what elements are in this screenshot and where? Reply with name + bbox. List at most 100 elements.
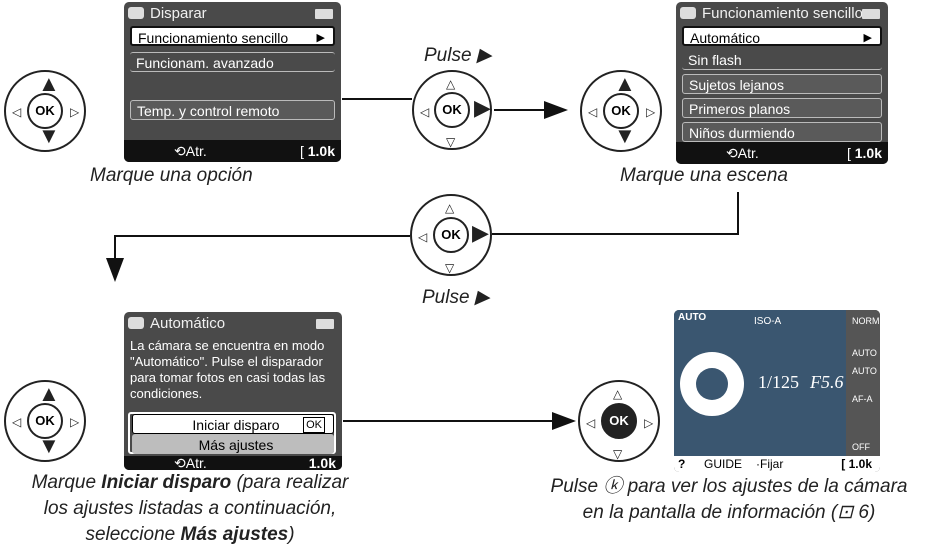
multi-selector-3: ▲ ▼ ◁ ▷ OK xyxy=(580,70,662,152)
down-arrow-icon: ▼ xyxy=(38,433,60,458)
arrow-line xyxy=(343,420,555,422)
mas-ajustes-button[interactable]: Más ajustes xyxy=(132,434,334,454)
left-arrow-icon: ◁ xyxy=(12,415,22,429)
down-arrow-icon: ▽ xyxy=(445,261,455,275)
arrow-head-icon xyxy=(106,258,124,282)
caption-marque-opcion: Marque una opción xyxy=(90,165,253,186)
multi-selector-4: △ ▽ ◁ ▶ OK xyxy=(410,194,492,276)
multi-selector-5: ▲ ▼ ◁ ▷ OK xyxy=(4,380,86,462)
ok-button: OK xyxy=(603,93,639,129)
ok-button: OK xyxy=(433,217,469,253)
right-arrow-icon: ▷ xyxy=(70,105,80,119)
down-arrow-icon: ▼ xyxy=(38,123,60,148)
iso-indicator: ISO-A xyxy=(754,316,782,327)
caption-marque-escena: Marque una escena xyxy=(620,165,788,186)
down-arrow-icon: ▽ xyxy=(613,447,623,461)
left-arrow-icon: ◁ xyxy=(588,105,598,119)
left-arrow-icon: ◁ xyxy=(586,416,596,430)
adl-value: OFF xyxy=(852,442,870,452)
connector-line xyxy=(492,233,739,235)
menu-item-funcionam-avanzado[interactable]: Funcionam. avanzado xyxy=(130,52,335,72)
screen-footer: ⟲Atr. [ 1.0k xyxy=(676,142,888,164)
menu-item-sin-flash[interactable]: Sin flash xyxy=(682,50,882,70)
up-arrow-icon: △ xyxy=(613,387,623,401)
help-icon: ? xyxy=(678,457,686,471)
up-arrow-icon: △ xyxy=(445,201,455,215)
screen-footer: ⟲Atr. [ 1.0k xyxy=(124,140,341,162)
shot-count: [ 1.0k xyxy=(299,143,335,159)
up-arrow-icon: ▲ xyxy=(614,71,636,96)
menu-item-sujetos-lejanos[interactable]: Sujetos lejanos xyxy=(682,74,882,94)
right-arrow-icon: ▶ xyxy=(474,95,491,120)
back-label: ⟲Atr. xyxy=(174,143,207,159)
ok-button: OK xyxy=(27,403,63,439)
fijar-label: ·Fijar xyxy=(756,457,784,471)
battery-icon xyxy=(315,9,333,19)
back-label: ⟲Atr. xyxy=(174,455,207,470)
guide-label: GUIDE xyxy=(704,457,743,471)
back-label: ⟲Atr. xyxy=(726,145,759,161)
iso-value: AUTO xyxy=(852,366,877,376)
info-footer: ? GUIDE ·Fijar [ 1.0k xyxy=(674,456,880,472)
battery-icon xyxy=(862,9,880,19)
down-arrow-icon: ▽ xyxy=(446,135,456,149)
info-message: La cámara se encuentra en modo "Automáti… xyxy=(130,338,326,401)
pulse-label-1: Pulse ▶ xyxy=(424,45,492,66)
camera-icon xyxy=(680,7,696,19)
right-arrow-icon: ▷ xyxy=(646,105,656,119)
af-mode-value: AF-A xyxy=(852,394,873,404)
quality-value: NORM xyxy=(852,316,880,326)
connector-line xyxy=(737,192,739,234)
shot-count: [ 1.0k xyxy=(846,145,882,161)
caption-pulse-ok: Pulse ⓚ para ver los ajustes de la cámar… xyxy=(550,476,908,523)
multi-selector-2: △ ▽ ◁ ▶ OK xyxy=(412,70,492,150)
up-arrow-icon: △ xyxy=(446,77,456,91)
shot-count: 1.0k xyxy=(308,455,336,470)
ok-button: OK xyxy=(27,93,63,129)
menu-item-funcionamiento-sencillo[interactable]: Funcionamiento sencillo▶ xyxy=(130,26,335,46)
menu-item-automatico[interactable]: Automático▶ xyxy=(682,26,882,46)
right-arrow-icon: ▶ xyxy=(863,32,872,44)
camera-screen-funcionamiento-sencillo: Funcionamiento sencillo Automático▶ Sin … xyxy=(676,2,888,164)
ok-key-icon: OK xyxy=(303,417,325,433)
ok-button: OK xyxy=(601,403,637,439)
screen-title: Automático xyxy=(124,312,342,336)
arrow-line xyxy=(494,109,546,111)
right-arrow-icon: ▷ xyxy=(70,415,80,429)
right-arrow-icon: ▷ xyxy=(644,416,654,430)
connector-line xyxy=(114,235,116,261)
up-arrow-icon: ▲ xyxy=(38,71,60,96)
screen-title: Funcionamiento sencillo xyxy=(676,2,888,26)
left-arrow-icon: ◁ xyxy=(420,105,430,119)
wb-value: AUTO xyxy=(852,348,877,358)
camera-info-display: AUTO ISO-A 1/125 F5.6 NORM AUTO AUTO AF-… xyxy=(674,310,880,472)
ok-button: OK xyxy=(434,92,470,128)
right-arrow-icon: ▶ xyxy=(316,32,325,44)
right-arrow-icon: ▶ xyxy=(472,220,489,245)
up-arrow-icon: ▲ xyxy=(38,381,60,406)
left-arrow-icon: ◁ xyxy=(418,230,428,244)
menu-item-ninos-durmiendo[interactable]: Niños durmiendo xyxy=(682,122,882,142)
shot-count: [ 1.0k xyxy=(841,457,872,471)
right-column xyxy=(846,310,880,456)
menu-item-temp-control-remoto[interactable]: Temp. y control remoto xyxy=(130,100,335,120)
screen-title: Disparar xyxy=(124,2,341,26)
multi-selector-1: ▲ ▼ ◁ ▷ OK xyxy=(4,70,86,152)
aperture-value: F5.6 xyxy=(810,372,844,392)
battery-icon xyxy=(316,319,334,329)
left-arrow-icon: ◁ xyxy=(12,105,22,119)
down-arrow-icon: ▼ xyxy=(614,123,636,148)
multi-selector-6: △ ▽ ◁ ▷ OK xyxy=(578,380,660,462)
shutter-speed: 1/125 xyxy=(758,372,800,392)
caption-iniciar-disparo: Marque Iniciar disparo (para realizar lo… xyxy=(31,472,349,545)
camera-icon xyxy=(128,317,144,329)
aperture-inner xyxy=(696,368,728,400)
menu-item-primeros-planos[interactable]: Primeros planos xyxy=(682,98,882,118)
connector-line xyxy=(342,98,412,100)
camera-screen-automatico: Automático La cámara se encuentra en mod… xyxy=(124,312,342,470)
arrow-head-icon xyxy=(544,101,568,119)
screen-footer: ⟲Atr. 1.0k xyxy=(124,456,342,470)
connector-line xyxy=(114,235,410,237)
camera-icon xyxy=(128,7,144,19)
